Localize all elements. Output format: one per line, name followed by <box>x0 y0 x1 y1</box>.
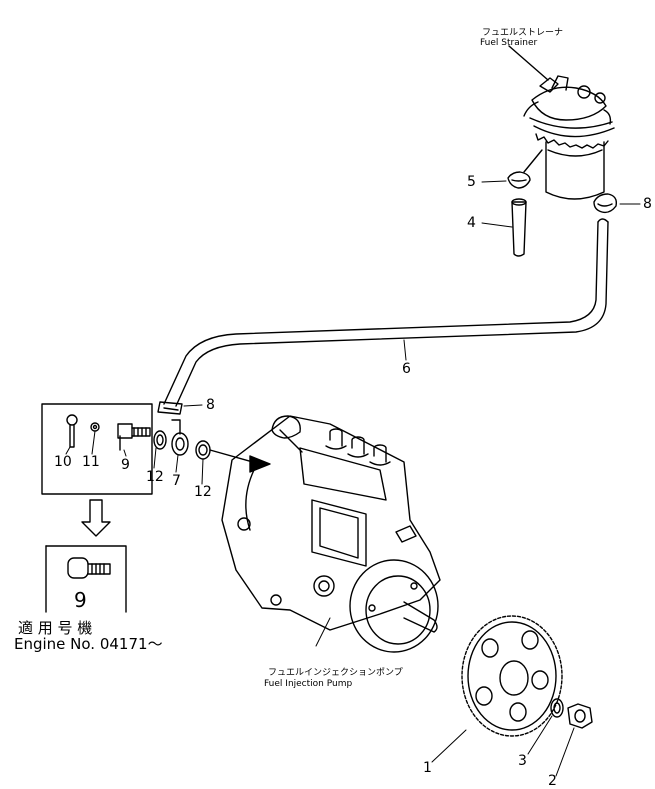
new-bolt-inset <box>45 545 127 613</box>
pump-caption-jp: フュエルインジェクションポンプ <box>268 668 403 678</box>
eye-joint-7 <box>171 419 189 456</box>
clip-8-upper <box>593 193 618 214</box>
callout-4: 4 <box>467 215 476 231</box>
replacement-arrow <box>81 499 111 537</box>
nut-2 <box>567 703 593 729</box>
callout-1: 1 <box>423 760 432 776</box>
gasket-12-left <box>153 430 167 450</box>
fuel-injection-pump <box>221 415 441 653</box>
callout-2: 2 <box>548 773 557 789</box>
clip-5 <box>507 149 543 189</box>
applicability-label-en: Engine No. 04171～ <box>14 635 163 653</box>
callout-7: 7 <box>172 473 181 489</box>
callout-6: 6 <box>402 361 411 377</box>
clip-8-lower <box>157 401 183 415</box>
callout-8-upper: 8 <box>643 196 652 212</box>
fuel-hose-6 <box>163 218 609 407</box>
applicability-label-jp: 適 用 号 機 <box>18 619 93 637</box>
callout-12-left: 12 <box>146 469 164 485</box>
washer-3 <box>550 698 564 718</box>
tube-4 <box>511 198 527 257</box>
callout-3: 3 <box>518 753 527 769</box>
fuel-strainer <box>508 45 615 200</box>
callout-5: 5 <box>467 174 476 190</box>
strainer-caption-jp: フュエルストレーナ <box>482 28 564 38</box>
pump-caption-en: Fuel Injection Pump <box>264 679 353 689</box>
leader-lines <box>65 180 641 777</box>
callout-8-lower: 8 <box>206 397 215 413</box>
callout-9-new: 9 <box>74 588 87 612</box>
callout-11: 11 <box>82 454 100 470</box>
strainer-caption-en: Fuel Strainer <box>480 38 538 48</box>
drive-gear-1 <box>461 615 563 737</box>
callout-12-right: 12 <box>194 484 212 500</box>
gasket-12-right <box>195 440 211 460</box>
old-bolt-inset <box>41 403 153 495</box>
callout-9: 9 <box>121 457 130 473</box>
callout-10: 10 <box>54 454 72 470</box>
